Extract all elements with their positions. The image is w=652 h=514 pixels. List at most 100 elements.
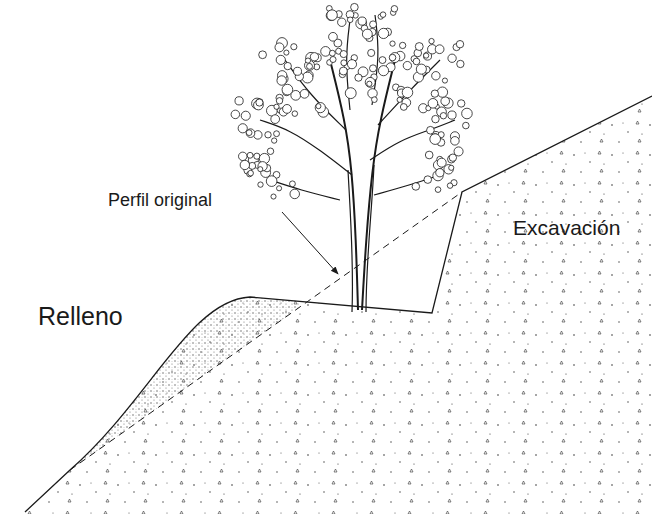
tree-leaf bbox=[390, 53, 400, 63]
tree-leaf bbox=[351, 3, 359, 11]
tree-leaf bbox=[430, 134, 441, 145]
tree-leaf bbox=[441, 97, 450, 106]
tree-leaf bbox=[447, 183, 453, 189]
tree-branch bbox=[378, 60, 440, 125]
tree-branch bbox=[374, 175, 440, 195]
tree-leaf bbox=[457, 100, 464, 107]
tree-leaf bbox=[397, 97, 402, 102]
tree-leaf bbox=[330, 56, 336, 62]
tree-leaf bbox=[276, 55, 285, 64]
tree-leaf bbox=[275, 43, 284, 52]
tree-leaf bbox=[399, 42, 405, 48]
tree-leaf bbox=[432, 72, 440, 80]
tree-leaf bbox=[256, 99, 263, 106]
excavation-label: Excavación bbox=[513, 216, 620, 239]
tree-leaf bbox=[365, 77, 375, 87]
tree-leaf bbox=[305, 58, 310, 63]
tree-leaf bbox=[403, 61, 411, 69]
tree-leaf bbox=[345, 88, 356, 99]
tree-leaf bbox=[400, 104, 407, 111]
tree-leaf bbox=[431, 90, 438, 97]
tree-leaf bbox=[277, 76, 286, 85]
tree-leaf bbox=[292, 111, 298, 117]
tree-leaf bbox=[380, 12, 386, 18]
soil-ground bbox=[25, 96, 652, 514]
tree-leaf bbox=[252, 98, 263, 109]
tree-leaf bbox=[267, 148, 273, 154]
tree-leaf bbox=[282, 84, 293, 95]
tree-leaf bbox=[456, 40, 463, 47]
tree-leaf bbox=[462, 108, 473, 119]
tree-leaf bbox=[259, 51, 267, 59]
tree-leaf bbox=[239, 152, 247, 160]
tree-leaf bbox=[246, 129, 255, 138]
tree-leaf bbox=[368, 89, 377, 98]
tree-leaf bbox=[440, 113, 446, 119]
tree-leaf bbox=[391, 6, 397, 12]
tree-leaf bbox=[435, 45, 444, 54]
leader-line bbox=[282, 212, 338, 274]
tree-leaf bbox=[454, 147, 463, 156]
tree-leaf bbox=[429, 38, 434, 43]
tree-leaf bbox=[413, 58, 420, 65]
tree-leaf bbox=[271, 115, 280, 124]
tree-leaf bbox=[390, 41, 395, 46]
tree-leaf bbox=[310, 53, 318, 61]
tree-leaf bbox=[274, 131, 280, 137]
tree-leaf bbox=[424, 176, 432, 184]
tree-leaf bbox=[265, 132, 271, 138]
tree-leaf bbox=[341, 60, 347, 66]
tree-leaf bbox=[246, 130, 252, 136]
tree-leaf bbox=[358, 17, 366, 25]
tree-leaf bbox=[294, 67, 302, 75]
tree-leaf bbox=[437, 158, 446, 167]
tree-leaf bbox=[241, 111, 250, 120]
tree-leaf bbox=[340, 51, 347, 58]
tree-leaf bbox=[424, 53, 429, 58]
tree-leaf bbox=[347, 60, 356, 69]
tree-leaf bbox=[315, 103, 325, 113]
tree-leaf bbox=[277, 186, 282, 191]
tree-branch bbox=[260, 120, 352, 175]
tree-leaf bbox=[442, 78, 447, 83]
tree-leaf bbox=[449, 165, 454, 170]
tree-leaf bbox=[247, 152, 253, 158]
tree-leaf bbox=[355, 74, 362, 81]
tree-leaf bbox=[238, 124, 247, 133]
tree-leaf bbox=[378, 28, 388, 38]
tree-leaf bbox=[235, 97, 243, 105]
tree-leaf bbox=[448, 54, 456, 62]
tree-leaf bbox=[274, 104, 279, 109]
tree-leaf bbox=[321, 47, 331, 57]
tree-leaf bbox=[300, 89, 309, 98]
tree-leaf bbox=[372, 97, 378, 103]
tree-leaf bbox=[256, 99, 263, 106]
tree-leaf bbox=[291, 44, 297, 50]
tree-leaf bbox=[436, 169, 444, 177]
tree-leaf bbox=[463, 122, 470, 129]
tree-leaf bbox=[362, 29, 372, 39]
tree-leaf bbox=[457, 60, 464, 67]
tree-leaf bbox=[412, 183, 420, 191]
tree-leaf bbox=[368, 49, 375, 56]
tree-leaf bbox=[416, 64, 426, 74]
tree-leaf bbox=[425, 151, 433, 159]
tree bbox=[231, 3, 472, 312]
tree-leaf bbox=[432, 115, 439, 122]
ground-surface bbox=[25, 96, 652, 512]
tree-trunk bbox=[348, 165, 374, 312]
tree-leaf bbox=[258, 162, 267, 171]
tree-leaf bbox=[338, 18, 346, 26]
tree-branch bbox=[270, 180, 340, 200]
tree-leaf bbox=[258, 182, 263, 187]
tree-leaf bbox=[316, 104, 321, 109]
tree-leaf bbox=[389, 54, 396, 61]
tree-leaf bbox=[369, 65, 376, 72]
original-profile bbox=[70, 192, 462, 470]
tree-leaf bbox=[428, 98, 438, 108]
tree-leaf bbox=[329, 32, 338, 41]
tree-leaf bbox=[240, 160, 249, 169]
tree-leaf bbox=[272, 138, 277, 143]
